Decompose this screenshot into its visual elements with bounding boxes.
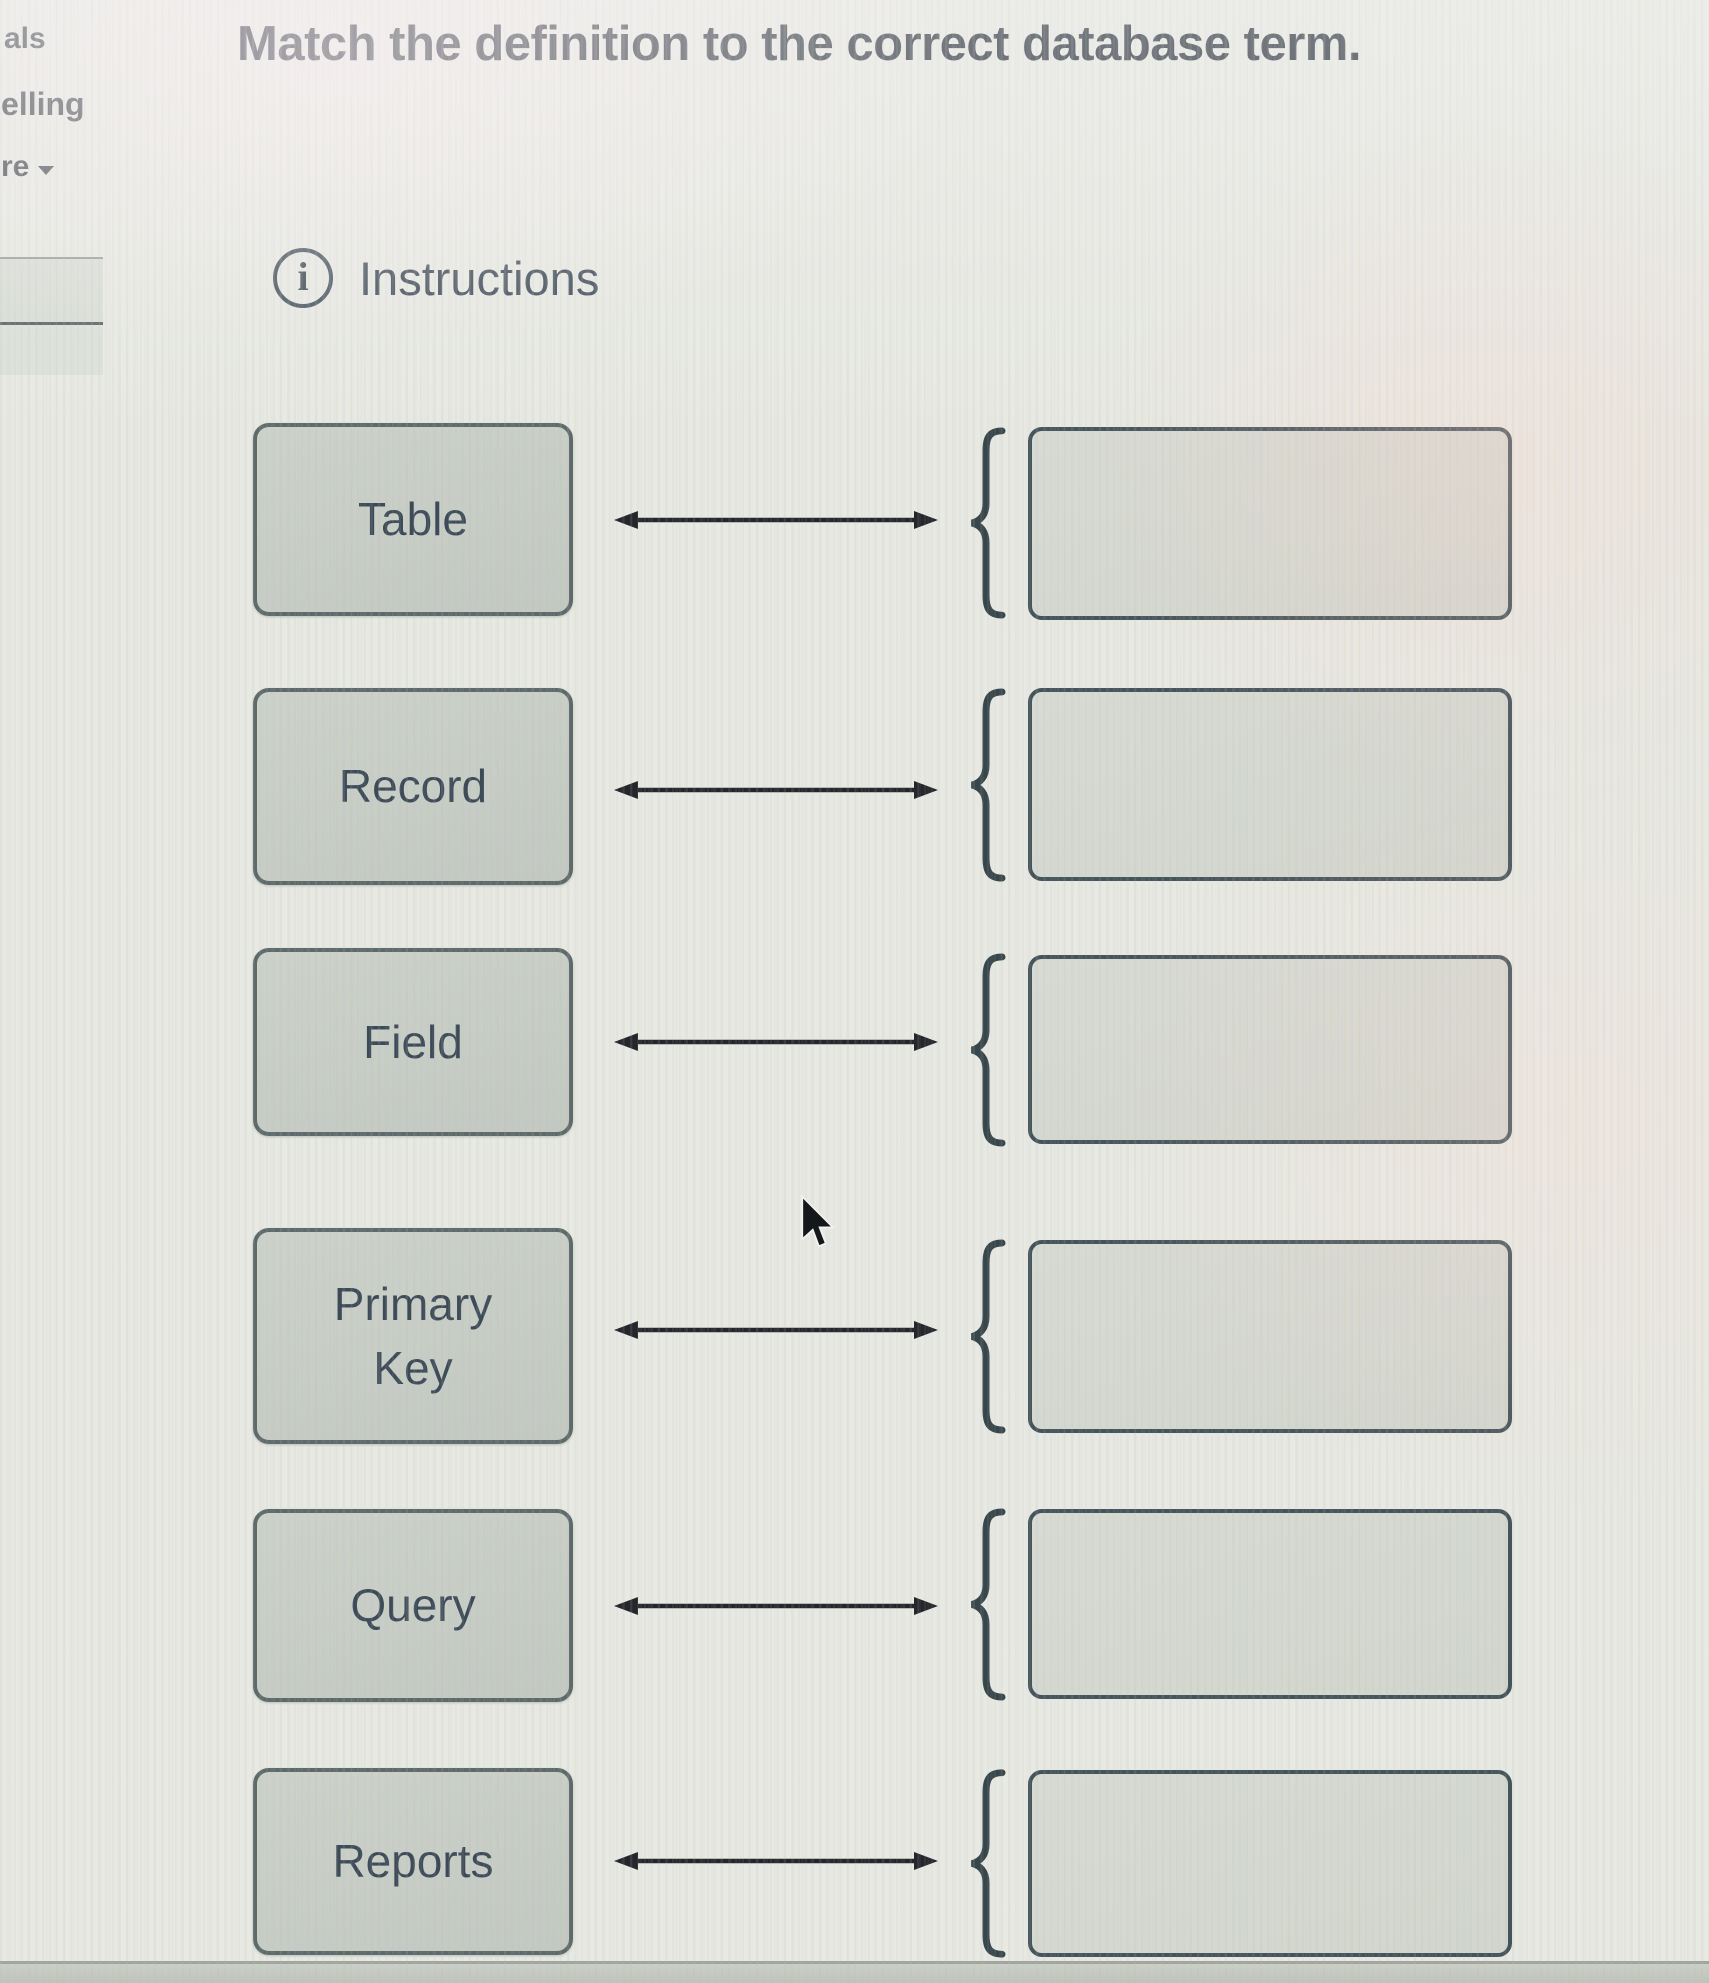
answer-dropzone-5[interactable]	[1028, 1509, 1512, 1699]
match-arrow	[614, 781, 938, 799]
info-icon: i	[273, 248, 333, 308]
answer-dropzone-2[interactable]	[1028, 688, 1512, 881]
sidebar-panel-fragment-bottom	[0, 322, 103, 375]
match-arrow	[614, 1852, 938, 1870]
term-box-reports[interactable]: Reports	[253, 1768, 573, 1955]
match-arrow	[614, 1597, 938, 1615]
term-box-query[interactable]: Query	[253, 1509, 573, 1702]
match-arrow	[614, 1321, 938, 1339]
answer-dropzone-6[interactable]	[1028, 1770, 1512, 1957]
bottom-divider	[0, 1961, 1709, 1964]
term-box-field[interactable]: Field	[253, 948, 573, 1136]
sidebar-item-truncated-2[interactable]: elling	[1, 86, 85, 122]
curly-brace-icon	[970, 1508, 1006, 1701]
curly-brace-icon	[970, 1239, 1006, 1434]
page-title: Match the definition to the correct data…	[237, 17, 1361, 71]
curly-brace-icon	[970, 427, 1006, 619]
curly-brace-icon	[970, 1769, 1006, 1958]
match-arrow	[614, 1033, 938, 1051]
mouse-cursor	[801, 1194, 836, 1248]
answer-dropzone-3[interactable]	[1028, 955, 1512, 1144]
match-arrow	[614, 511, 938, 529]
sidebar-more-label: re	[1, 150, 30, 183]
term-box-primary-key[interactable]: Primary Key	[253, 1228, 573, 1444]
answer-dropzone-4[interactable]	[1028, 1240, 1512, 1433]
sidebar-panel-fragment-top	[0, 257, 103, 324]
chevron-down-icon	[38, 165, 55, 175]
curly-brace-icon	[970, 953, 1006, 1147]
instructions-link[interactable]: i Instructions	[273, 248, 599, 308]
term-box-record[interactable]: Record	[253, 688, 573, 885]
instructions-label: Instructions	[359, 251, 600, 305]
curly-brace-icon	[970, 688, 1006, 882]
bottom-strip	[0, 1964, 1709, 1983]
term-box-table[interactable]: Table	[253, 423, 573, 616]
sidebar-more-dropdown[interactable]: re	[1, 150, 55, 184]
answer-dropzone-1[interactable]	[1028, 427, 1512, 620]
sidebar-item-truncated-1[interactable]: als	[4, 22, 46, 55]
